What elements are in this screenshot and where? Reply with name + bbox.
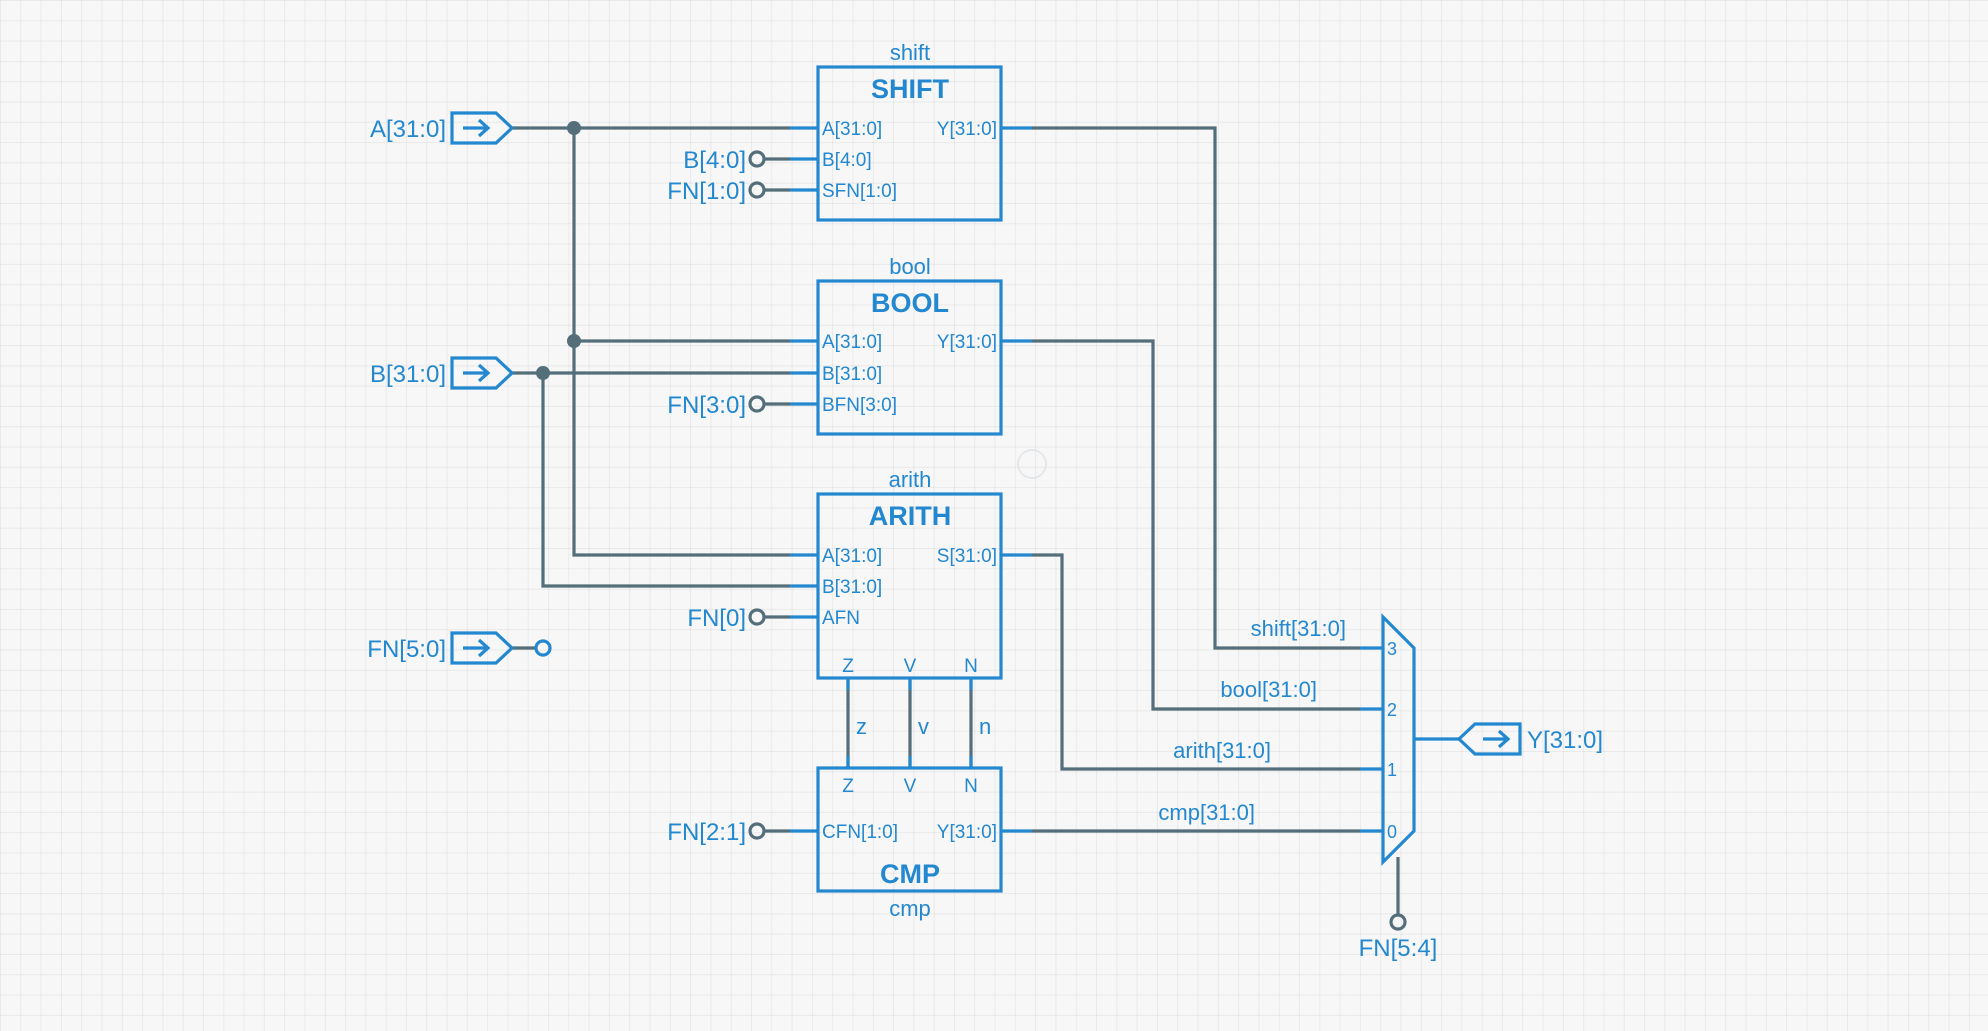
input-a-flag — [450, 111, 515, 145]
wire-shift-net — [1032, 126, 1360, 650]
input-a-label: A[31:0] — [370, 116, 446, 143]
terminal-arith-fn — [748, 608, 766, 626]
module-bool-body — [816, 279, 1003, 436]
flag-pin-stubs — [846, 678, 973, 768]
net-shift-label: shift[31:0] — [1251, 616, 1346, 641]
mux-input-1: 1 — [1387, 760, 1397, 780]
port-shift-y: Y[31:0] — [937, 119, 997, 140]
module-cmp[interactable]: Z V N CFN[1:0] Y[31:0] CMP cmp FN[2:1] — [667, 766, 1032, 921]
port-cmp-z: Z — [842, 776, 854, 797]
module-arith[interactable]: arith ARITH A[31:0] B[31:0] AFN S[31:0] … — [687, 467, 1032, 680]
arrow-right-icon — [463, 638, 491, 658]
port-cmp-y: Y[31:0] — [937, 822, 997, 843]
port-shift-sfn: SFN[1:0] — [822, 181, 897, 202]
net-bool-label: bool[31:0] — [1220, 677, 1317, 702]
output-port-y[interactable]: Y[31:0] — [1456, 722, 1603, 756]
input-b-label: B[31:0] — [370, 361, 446, 388]
module-bool-instance: bool — [889, 254, 931, 279]
port-cmp-n: N — [964, 776, 978, 797]
input-fn-flag — [450, 631, 515, 665]
arrow-right-icon — [463, 363, 491, 383]
port-arith-n: N — [964, 656, 978, 677]
module-shift[interactable]: shift SHIFT A[31:0] B[4:0] SFN[1:0] Y[31… — [667, 40, 1032, 222]
module-bool-title: BOOL — [871, 288, 949, 318]
port-bool-y: Y[31:0] — [937, 332, 997, 353]
port-bool-bfn: BFN[3:0] — [822, 395, 897, 416]
terminal-bool-fn — [748, 395, 766, 413]
module-cmp-title: CMP — [880, 859, 940, 889]
port-arith-v: V — [904, 656, 917, 677]
net-v-label: v — [918, 714, 929, 739]
port-bool-a: A[31:0] — [822, 332, 882, 353]
wire-arith-net — [1032, 553, 1360, 771]
module-shift-instance: shift — [890, 40, 930, 65]
input-port-a[interactable]: A[31:0] — [370, 111, 515, 145]
net-z-label: z — [856, 714, 867, 739]
mux-input-2: 2 — [1387, 700, 1397, 720]
pin-stubs — [790, 339, 1032, 406]
port-arith-z: Z — [842, 656, 854, 677]
net-labels: shift[31:0] bool[31:0] arith[31:0] cmp[3… — [1158, 616, 1346, 825]
net-cmp-label: cmp[31:0] — [1158, 800, 1255, 825]
junctions — [536, 121, 581, 380]
net-arith-label: arith[31:0] — [1173, 738, 1271, 763]
terminal-cmp-fn — [748, 822, 766, 840]
module-bool[interactable]: bool BOOL A[31:0] B[31:0] BFN[3:0] Y[31:… — [667, 254, 1032, 436]
input-fn-label: FN[5:0] — [367, 636, 446, 663]
module-shift-title: SHIFT — [871, 74, 950, 104]
mux-input-stubs — [1360, 646, 1459, 833]
output-y-label: Y[31:0] — [1527, 727, 1603, 754]
flag-nets: z v n — [846, 678, 991, 768]
pin-stubs — [790, 126, 1032, 192]
mux-select-terminal — [1389, 913, 1407, 931]
input-port-fn[interactable]: FN[5:0] — [367, 631, 552, 665]
terminal-shift-b — [748, 150, 766, 168]
output-y-flag — [1456, 722, 1522, 756]
arrow-right-icon — [1483, 729, 1511, 749]
port-shift-b: B[4:0] — [822, 150, 872, 171]
input-b-flag — [450, 356, 515, 390]
module-shift-body — [816, 65, 1003, 222]
port-arith-afn: AFN — [822, 608, 860, 629]
wire-a-down — [572, 128, 790, 557]
port-arith-a: A[31:0] — [822, 546, 882, 567]
input-port-b[interactable]: B[31:0] — [370, 356, 515, 390]
output-mux[interactable]: 3 2 1 0 FN[5:4] — [1359, 613, 1459, 962]
terminal-cmp-fn-label: FN[2:1] — [667, 819, 746, 846]
module-arith-instance: arith — [889, 467, 932, 492]
cursor-ring — [1017, 449, 1047, 479]
terminal-shift-b-label: B[4:0] — [683, 147, 746, 174]
module-arith-title: ARITH — [869, 501, 952, 531]
port-bool-b: B[31:0] — [822, 364, 882, 385]
terminal-arith-fn-label: FN[0] — [687, 605, 746, 632]
port-shift-a: A[31:0] — [822, 119, 882, 140]
mux-input-3: 3 — [1387, 639, 1397, 659]
pin-stubs — [790, 553, 1032, 619]
junction-b — [536, 366, 550, 380]
port-arith-b: B[31:0] — [822, 577, 882, 598]
wire-b-down — [541, 373, 790, 588]
port-cmp-v: V — [904, 776, 917, 797]
junction-a-top — [567, 121, 581, 135]
terminal-shift-fn-label: FN[1:0] — [667, 178, 746, 205]
terminal-shift-fn — [748, 181, 766, 199]
wire-bool-net — [1032, 339, 1360, 711]
mux-body — [1381, 613, 1416, 866]
input-fn-terminal — [534, 639, 552, 657]
mux-select-label: FN[5:4] — [1359, 935, 1438, 962]
junction-a-bool — [567, 334, 581, 348]
port-cmp-cfn: CFN[1:0] — [822, 822, 898, 843]
arrow-right-icon — [463, 118, 491, 138]
net-n-label: n — [979, 714, 991, 739]
module-cmp-instance: cmp — [889, 896, 931, 921]
terminal-bool-fn-label: FN[3:0] — [667, 392, 746, 419]
port-arith-s: S[31:0] — [937, 546, 997, 567]
mux-input-0: 0 — [1387, 822, 1397, 842]
wires — [510, 126, 1400, 914]
